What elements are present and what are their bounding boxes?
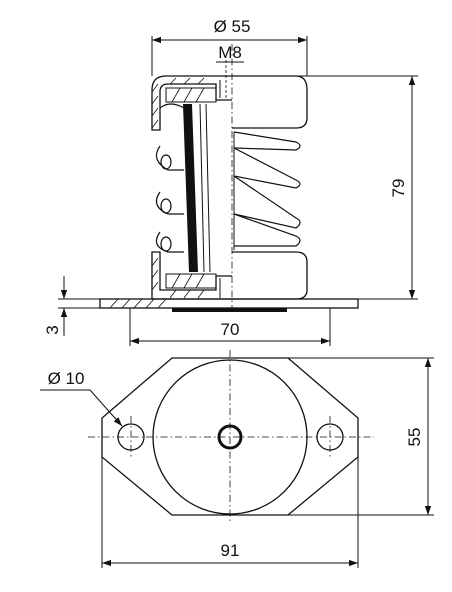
bottom-cup-section bbox=[151, 251, 232, 300]
housing-outline bbox=[232, 75, 308, 300]
hole-diameter-leader bbox=[89, 389, 123, 427]
spring-view-right bbox=[233, 131, 301, 250]
top-view bbox=[88, 350, 374, 522]
base-width-label: 70 bbox=[221, 320, 240, 339]
spring-section-left bbox=[155, 103, 185, 253]
top-cap-section bbox=[151, 75, 232, 131]
top-diameter-label: Ø 55 bbox=[214, 17, 251, 36]
base-thickness-label: 3 bbox=[43, 325, 62, 334]
rubber-pad bbox=[172, 308, 287, 312]
plate-length-label: 91 bbox=[221, 541, 240, 560]
base-plate bbox=[99, 298, 359, 312]
top-view-dimensions: Ø 10 55 91 bbox=[40, 357, 434, 568]
damping-insert bbox=[183, 103, 211, 273]
center-bolt bbox=[219, 44, 233, 314]
side-view-dimensions: Ø 55 M8 79 3 70 bbox=[43, 17, 418, 346]
plate-height-label: 55 bbox=[405, 428, 424, 447]
hole-diameter-label: Ø 10 bbox=[48, 369, 85, 388]
thread-label: M8 bbox=[218, 43, 242, 62]
height-label: 79 bbox=[389, 179, 408, 198]
side-view bbox=[99, 44, 359, 314]
